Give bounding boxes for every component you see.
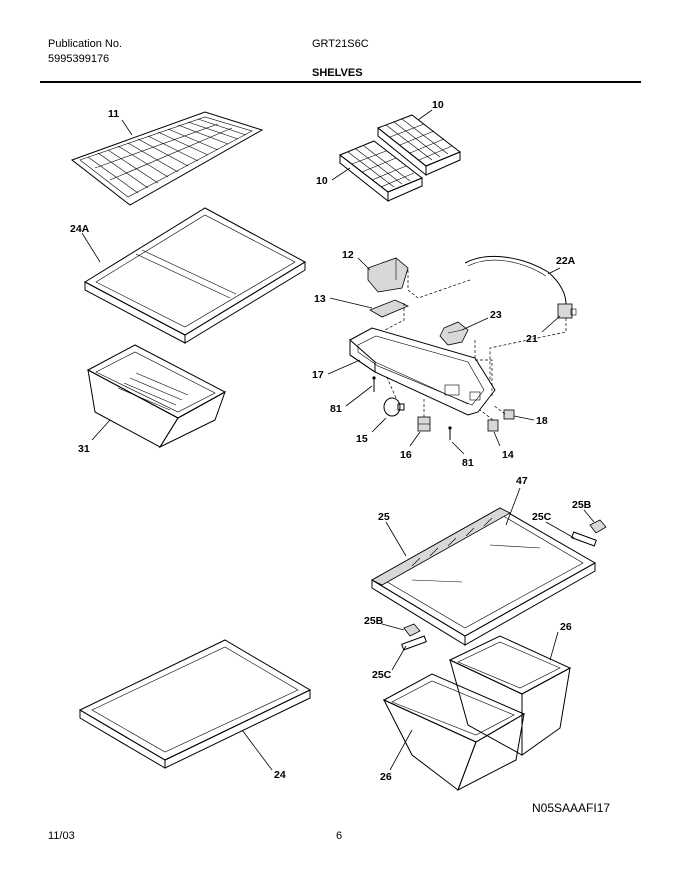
callout-16: 16 <box>400 449 412 461</box>
callout-81-left: 81 <box>330 403 342 415</box>
callout-11: 11 <box>108 108 119 120</box>
callout-25: 25 <box>378 511 390 523</box>
callout-labels: 11 10 10 24A 12 22A 13 23 21 17 31 81 18… <box>70 99 592 783</box>
wire-harness-22a <box>464 256 567 305</box>
callout-24: 24 <box>274 769 286 781</box>
footer-date: 11/03 <box>48 830 75 842</box>
switch-18 <box>503 409 515 420</box>
ice-tray-upper <box>377 114 461 177</box>
callout-25b-top: 25B <box>572 499 592 511</box>
connector-21 <box>557 303 577 319</box>
callout-21: 21 <box>526 333 538 345</box>
callout-17: 17 <box>312 369 324 381</box>
cover-12 <box>367 257 409 293</box>
callout-24a: 24A <box>70 223 90 235</box>
publication-label: Publication No. <box>48 38 122 50</box>
callout-47: 47 <box>516 475 528 487</box>
ice-tray-lower <box>339 140 423 203</box>
bracket-25c-top <box>571 531 597 547</box>
control-housing-17 <box>349 327 496 416</box>
publication-number: 5995399176 <box>48 53 110 65</box>
control-23 <box>439 321 469 346</box>
crisper-drawer-26-left <box>382 673 526 792</box>
header-rule <box>40 81 641 83</box>
callout-12: 12 <box>342 249 354 261</box>
callout-22a: 22A <box>556 255 576 267</box>
screw-81-left <box>372 376 376 392</box>
shelf-24a <box>83 207 307 344</box>
callout-13: 13 <box>314 293 326 305</box>
callout-81-right: 81 <box>462 457 474 469</box>
switch-14 <box>487 419 499 432</box>
clip-25b-bottom <box>403 623 421 637</box>
callout-10-upper: 10 <box>432 99 444 111</box>
crisper-drawer-26-right <box>448 635 572 756</box>
callout-25c-bottom: 25C <box>372 669 392 681</box>
clip-25b-top <box>589 519 607 534</box>
section-title: SHELVES <box>312 67 363 79</box>
crisper-drawer-31 <box>86 344 227 449</box>
callout-31: 31 <box>78 443 90 455</box>
screw-81-right <box>448 426 452 440</box>
page-number: 6 <box>336 830 343 842</box>
bracket-25c-bottom <box>401 635 427 651</box>
callout-26-bottom: 26 <box>380 771 392 783</box>
callout-26-top: 26 <box>560 621 572 633</box>
callout-14: 14 <box>502 449 514 461</box>
callout-25c-top: 25C <box>532 511 552 523</box>
leader-lines <box>81 109 595 771</box>
shelf-24 <box>78 639 312 769</box>
shelf-25 <box>371 507 597 646</box>
callout-18: 18 <box>536 415 548 427</box>
callout-25b-bottom: 25B <box>364 615 384 627</box>
model-number: GRT21S6C <box>312 38 369 50</box>
light-bulb-15 <box>383 397 405 417</box>
callout-23: 23 <box>490 309 502 321</box>
callout-10-lower: 10 <box>316 175 328 187</box>
lamp-socket-16 <box>417 416 431 432</box>
figure-code: N05SAAAFI17 <box>532 801 611 815</box>
damper-13 <box>369 299 409 318</box>
wire-shelf <box>70 111 264 206</box>
assembly-lines <box>384 270 567 421</box>
callout-15: 15 <box>356 433 368 445</box>
